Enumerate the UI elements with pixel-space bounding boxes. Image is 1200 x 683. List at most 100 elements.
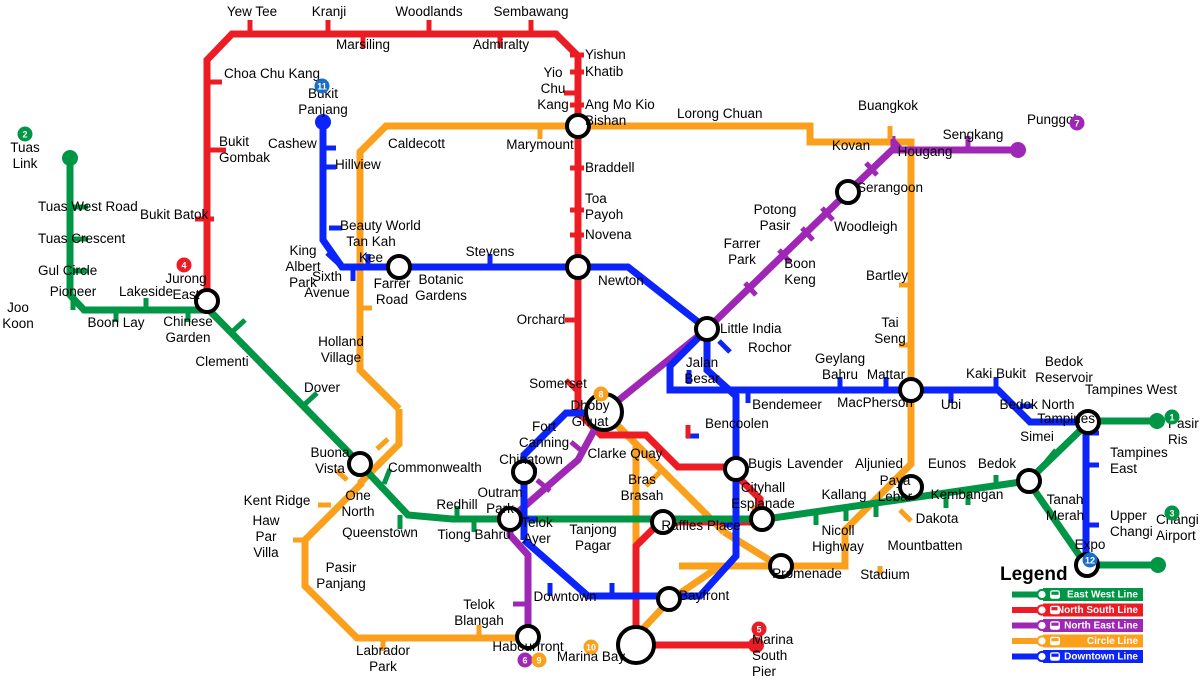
ew-final-buona-cityhall <box>357 461 758 523</box>
interchange-habourfront[interactable] <box>515 624 541 650</box>
station-label: Habourfront <box>492 639 564 654</box>
badge-circle <box>1164 409 1180 425</box>
station-label: Bukit <box>219 134 249 149</box>
station-label: Tai <box>881 315 898 330</box>
station-label: Pier <box>752 664 777 679</box>
interchange-serangoon[interactable] <box>835 179 861 205</box>
badge-number: 9 <box>536 655 541 665</box>
interchange-jurong-east[interactable] <box>194 288 220 314</box>
legend-label: Downtown Line <box>1064 652 1138 663</box>
interchange-raffles-place[interactable] <box>650 509 676 535</box>
station-label: Holland <box>318 334 364 349</box>
ne-final-outram-chinatown-dhoby <box>507 410 608 522</box>
badge-number: 5 <box>756 624 761 634</box>
station-label: Tanjong <box>569 522 616 537</box>
station-label: Marina Bay <box>557 649 626 664</box>
cl-bishan-marymount-botanic <box>356 122 850 412</box>
terminus-tuas-link <box>62 150 78 166</box>
terminus-punggol <box>1010 142 1026 158</box>
station-label: Yio <box>543 65 562 80</box>
station-label: Ghuat <box>572 414 609 429</box>
badge-circle <box>751 621 767 637</box>
station-label: MacPherson <box>837 395 913 410</box>
tick-clarke-quay <box>569 440 585 454</box>
interchange-bayfront[interactable] <box>656 586 682 612</box>
interchange-bishan[interactable] <box>565 113 591 139</box>
interchange-newton[interactable] <box>565 254 591 280</box>
station-label: Kallang <box>821 487 866 502</box>
badge-number: 3 <box>1169 508 1174 518</box>
interchange-outram-park[interactable] <box>497 506 523 532</box>
tick-bras-brasah <box>644 468 664 488</box>
interchange-cityhall[interactable] <box>749 506 775 532</box>
legend-item[interactable]: Downtown Line <box>1012 650 1143 663</box>
dtl-final-jalanbesar-bendemeer <box>666 326 908 394</box>
station-label: Cashew <box>268 136 317 151</box>
badge-circle <box>583 639 599 655</box>
interchange-botanic-gardens[interactable] <box>386 254 412 280</box>
terminus-pasir-ris <box>1149 413 1165 429</box>
legend-label: North East Line <box>1064 621 1138 632</box>
station-label: Park <box>369 659 397 674</box>
interchange-little-india[interactable] <box>694 316 720 342</box>
station-label: Dakota <box>916 511 959 526</box>
interchange-paya-lebar[interactable] <box>898 474 924 500</box>
interchange-bugis[interactable] <box>723 456 749 482</box>
interchange-buona-vista[interactable] <box>347 451 373 477</box>
badge-number: 1 <box>1169 412 1174 422</box>
station-label: Khatib <box>585 64 623 79</box>
ew-final-cityhall-tanah-segment <box>765 477 1029 523</box>
station-label: Simei <box>1020 429 1054 444</box>
station-label: Marymount <box>506 137 574 152</box>
station-label: Gardens <box>415 288 467 303</box>
station-label: Hougang <box>898 144 953 159</box>
legend-item[interactable]: Circle Line <box>1012 634 1143 648</box>
legend-item[interactable]: North East Line <box>1012 619 1143 632</box>
station-label: Kembangan <box>931 487 1004 502</box>
legend-item[interactable]: North South Line <box>1012 603 1143 617</box>
interchange-tampines[interactable] <box>1075 409 1101 435</box>
station-label: Airport <box>1156 528 1196 543</box>
tick-holland-village <box>375 437 390 451</box>
legend-label: North South Line <box>1057 605 1139 616</box>
tick-potong-pasir <box>800 226 815 242</box>
station-label: Garden <box>165 330 210 345</box>
interchange-chinatown[interactable] <box>511 459 537 485</box>
terminus-badge: 1 <box>1164 409 1180 425</box>
badge-circle <box>1164 505 1180 521</box>
station-label: Redhill <box>436 497 477 512</box>
station-label: Lorong Chuan <box>677 106 763 121</box>
interchange-tanah-merah[interactable] <box>1016 468 1042 494</box>
train-icon-window <box>1051 622 1059 626</box>
badge-number: 2 <box>22 129 27 139</box>
dtl-final-macpherson-expo <box>908 386 1090 564</box>
station-label: Paya <box>880 473 911 488</box>
station-label: Canning <box>519 435 569 450</box>
station-label: Pasir <box>326 560 357 575</box>
tick-rochor <box>717 339 732 354</box>
station-label: Raffles Place <box>661 518 740 533</box>
station-label: Payoh <box>585 207 623 222</box>
station-label: Panjang <box>298 102 348 117</box>
badge-number: 8 <box>598 389 603 399</box>
terminus-changi-airport <box>1150 557 1166 573</box>
dtl-final-littleindia-rochor-bugis <box>703 329 740 466</box>
ne-ticks <box>513 136 971 607</box>
tick-king-albert-park <box>325 251 342 267</box>
legend-item[interactable]: East West Line <box>1012 588 1143 601</box>
legend-color-bar <box>1043 650 1143 663</box>
station-label: Marina <box>752 632 794 647</box>
interchange-promenade[interactable] <box>768 553 794 579</box>
station-label: Stevens <box>466 244 515 259</box>
station-label: Link <box>13 156 38 171</box>
station-label: Boon <box>784 256 816 271</box>
station-label: Bencoolen <box>705 416 769 431</box>
interchange-marina-bay[interactable] <box>616 625 656 665</box>
station-label: Punggol <box>1027 112 1077 127</box>
station-label: Ang Mo Kio <box>585 97 655 112</box>
badge-number: 7 <box>1074 118 1079 128</box>
station-label: Dhoby <box>570 398 609 413</box>
tick-dover <box>303 391 319 406</box>
interchange-macpherson[interactable] <box>898 377 924 403</box>
